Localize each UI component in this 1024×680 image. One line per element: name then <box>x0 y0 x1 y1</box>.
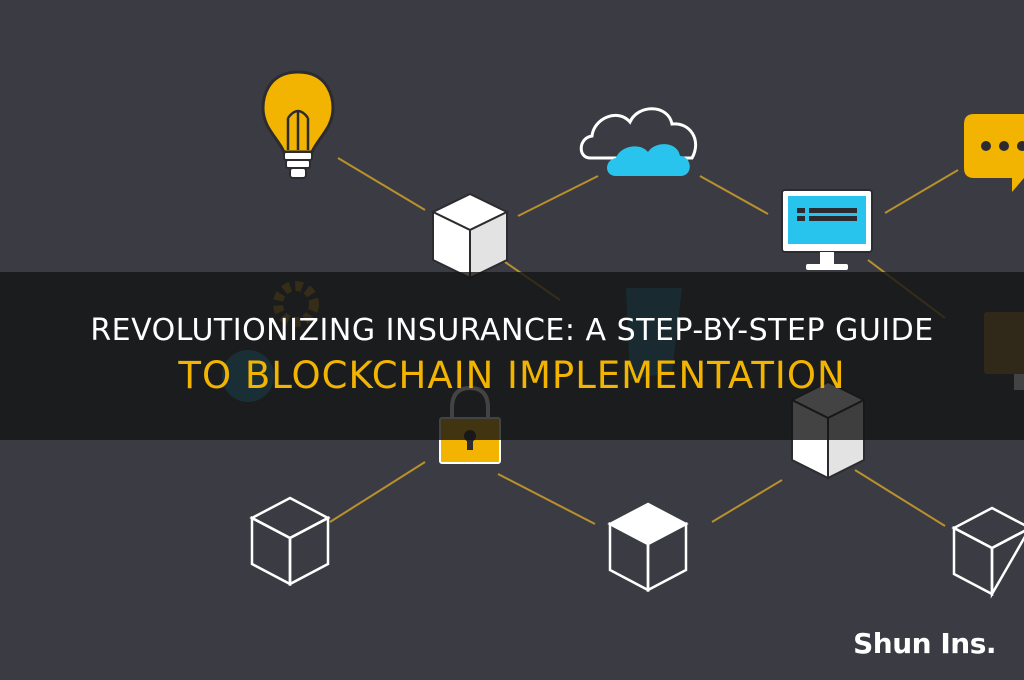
title-band: REVOLUTIONIZING INSURANCE: A STEP-BY-STE… <box>0 272 1024 440</box>
cube-icon <box>951 506 1024 599</box>
cube-icon <box>430 192 510 280</box>
cube-icon <box>607 502 689 593</box>
cloud-icon <box>579 107 698 176</box>
headline-line-1: REVOLUTIONIZING INSURANCE: A STEP-BY-STE… <box>90 313 934 349</box>
brand-watermark: Shun Ins. <box>853 627 996 660</box>
headline-line-2: TO BLOCKCHAIN IMPLEMENTATION <box>178 353 846 397</box>
lightbulb-icon <box>261 70 335 179</box>
monitor-icon <box>781 189 873 270</box>
chat-bubble-icon <box>964 114 1024 192</box>
cube-icon <box>249 496 331 587</box>
